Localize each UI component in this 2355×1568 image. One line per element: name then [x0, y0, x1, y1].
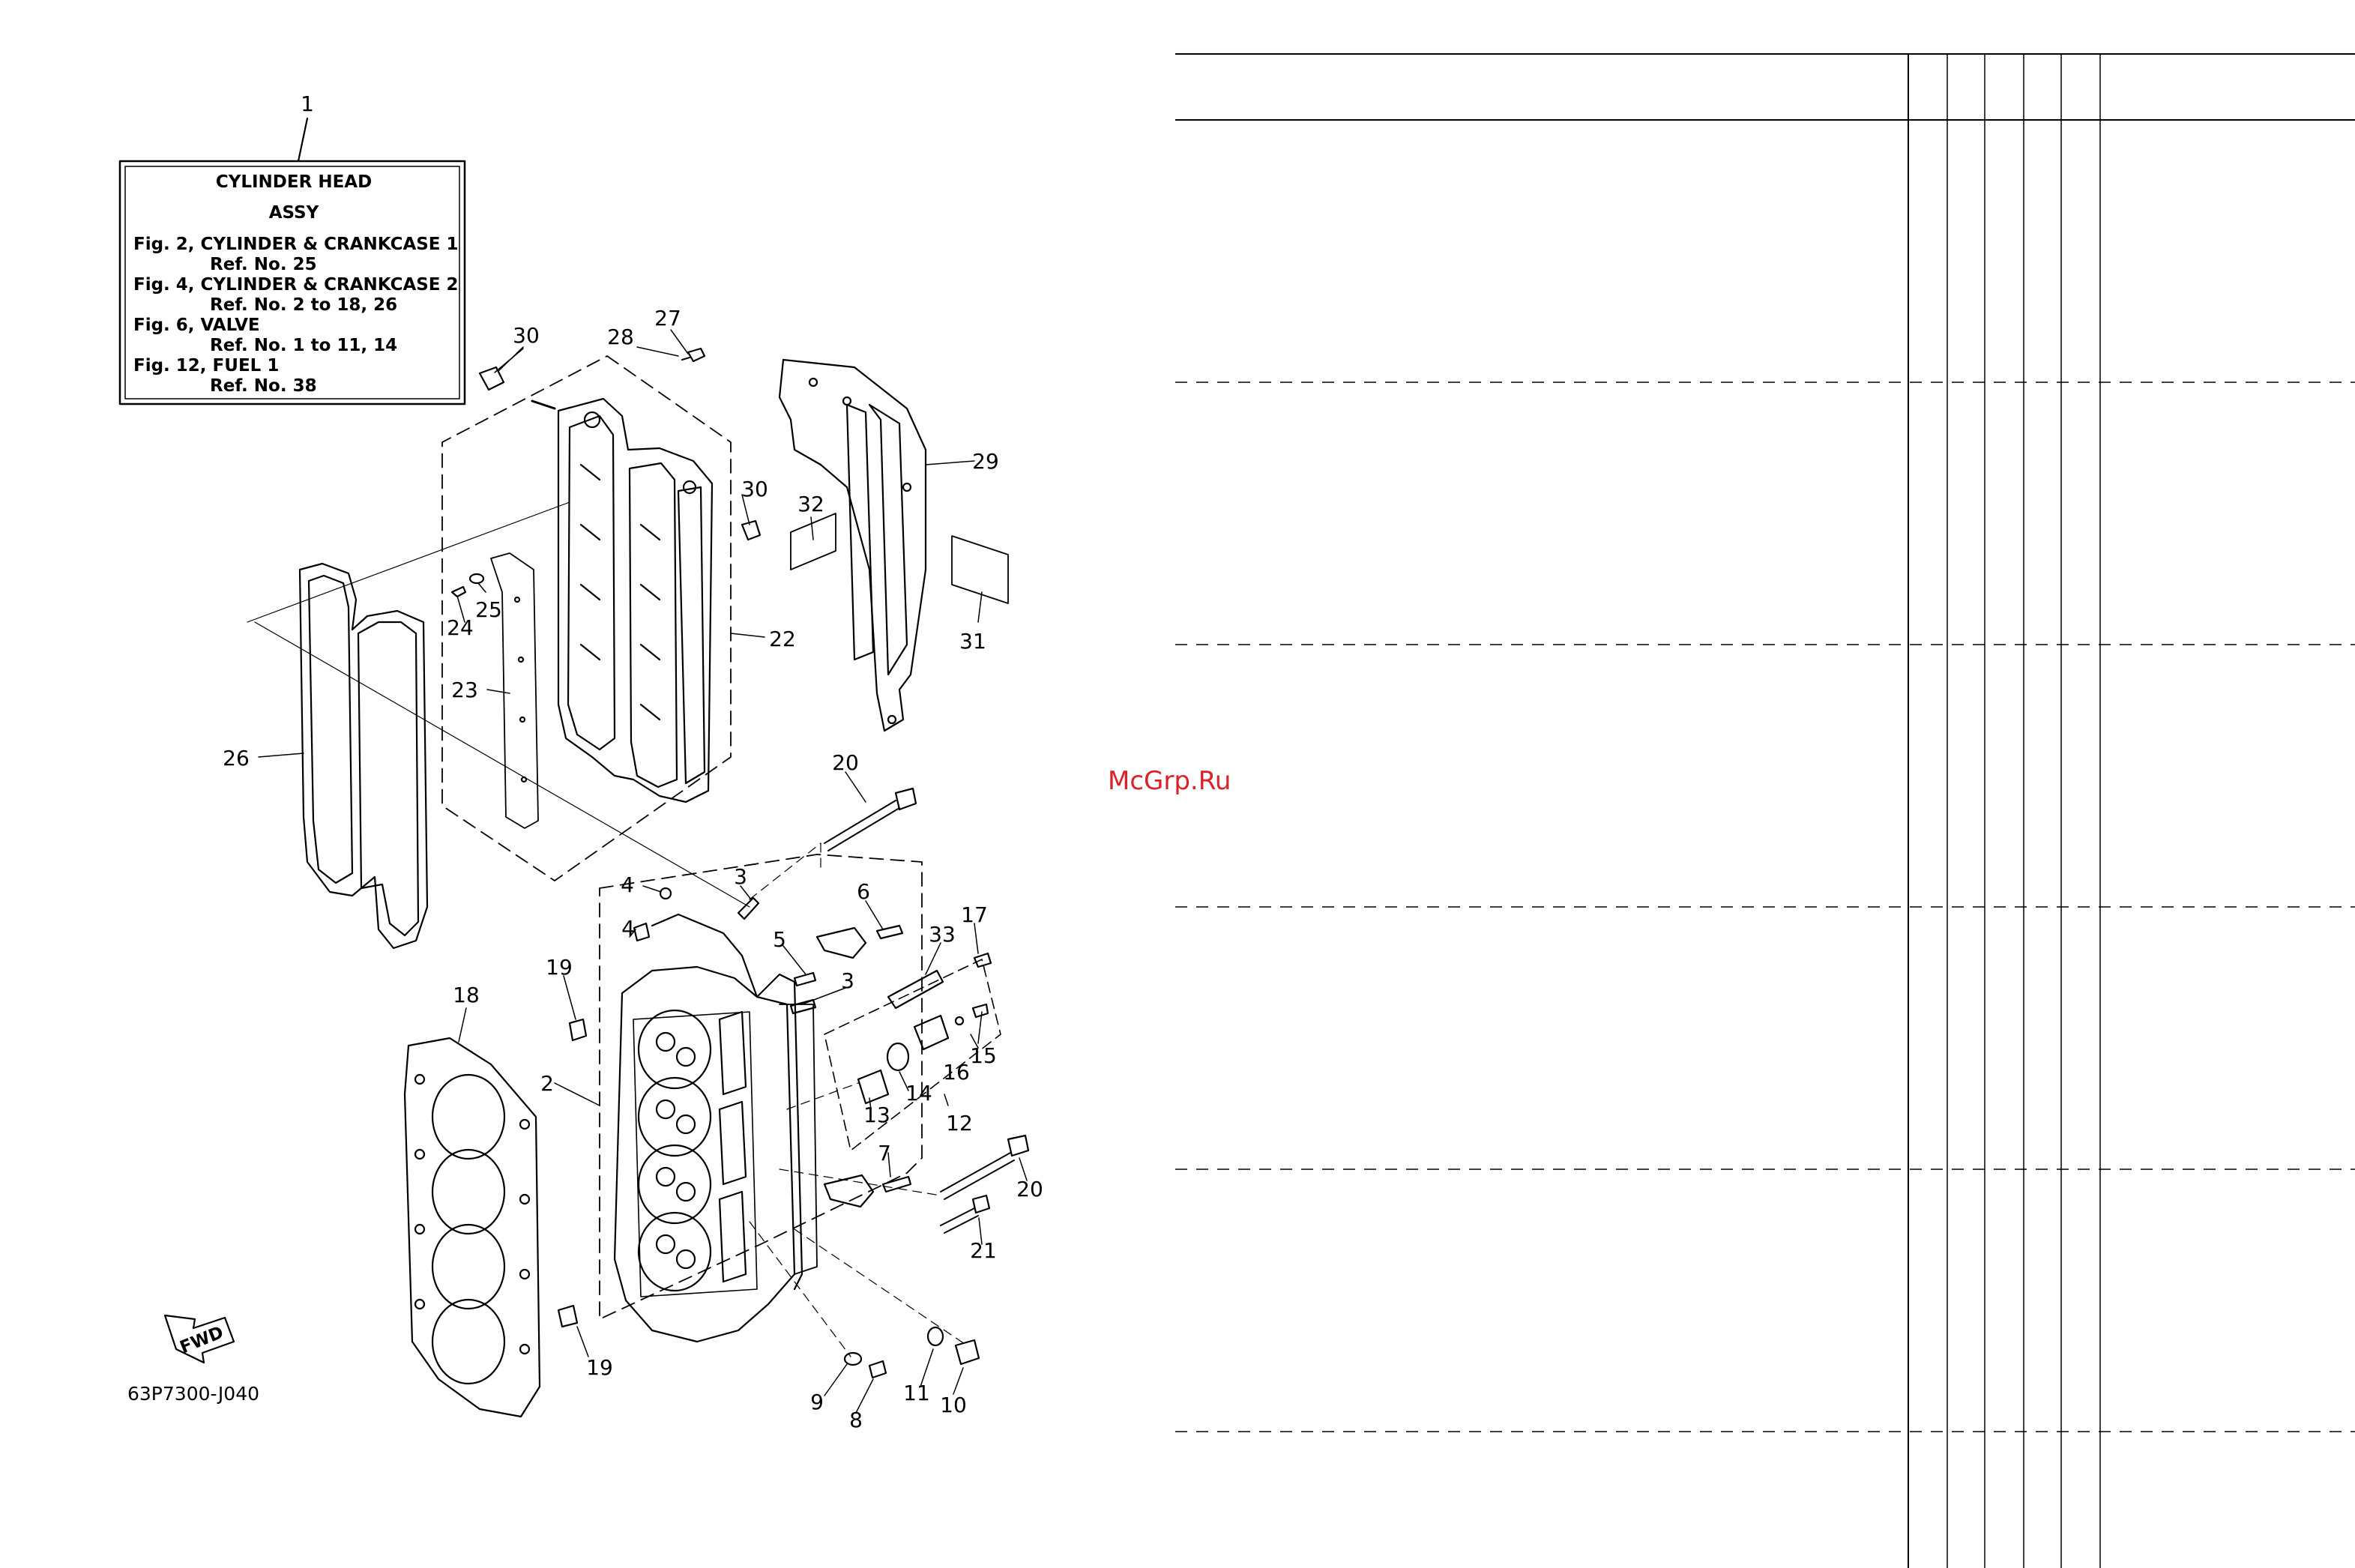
callout-18: 18: [453, 983, 480, 1007]
assy-title: CYLINDER HEAD: [216, 172, 372, 192]
head-group-outline: [599, 854, 923, 1320]
diagram-code: 63P7300-J040: [127, 1383, 259, 1405]
assy-figure-ref: Fig. 12, FUEL 1: [133, 356, 279, 376]
callout-32: 32: [797, 492, 824, 516]
assy-subtitle: ASSY: [269, 203, 319, 223]
callout-14: 14: [905, 1081, 932, 1106]
callout-17: 17: [961, 902, 988, 927]
head-gasket: [403, 1037, 541, 1418]
callout-19: 19: [546, 955, 573, 980]
callout-28: 28: [607, 325, 634, 349]
callout-15: 15: [970, 1043, 997, 1068]
assy-ref-range: Ref. No. 25: [210, 255, 317, 274]
callout-24: 24: [447, 615, 474, 640]
exploded-parts-diagram: 1 CYLINDER HEAD ASSY Fig. 2, CYLINDER & …: [118, 91, 1043, 1432]
callout-6: 6: [857, 879, 870, 904]
head-cover: [557, 397, 714, 803]
callout-23: 23: [451, 678, 478, 702]
fwd-arrow-icon: [163, 1314, 235, 1364]
callout-16: 16: [943, 1060, 970, 1085]
assy-figure-ref: Fig. 4, CYLINDER & CRANKCASE 2: [133, 275, 459, 295]
callout-29: 29: [972, 449, 999, 474]
callout-10: 10: [940, 1393, 967, 1417]
callout-21: 21: [970, 1238, 997, 1263]
callout-25: 25: [475, 597, 502, 622]
callout-19-lower: 19: [586, 1355, 613, 1380]
callout-11: 11: [903, 1381, 930, 1405]
cover-gasket-strip: [490, 552, 539, 829]
callout-22: 22: [769, 627, 796, 651]
assy-box: [118, 117, 466, 405]
callout-3-lower: 3: [841, 968, 854, 993]
callout-33: 33: [929, 922, 956, 947]
assy-figure-ref: Fig. 2, CYLINDER & CRANKCASE 1: [133, 235, 459, 254]
callout-5: 5: [773, 927, 786, 952]
cover-group-outline: [441, 355, 732, 881]
cover-bracket: [778, 358, 927, 732]
callout-13: 13: [863, 1103, 890, 1127]
callout-26: 26: [223, 746, 250, 771]
callout-30: 30: [513, 323, 540, 348]
cylinder-head: [613, 913, 818, 1343]
callout-20-lower: 20: [1016, 1177, 1043, 1201]
assy-ref-range: Ref. No. 1 to 11, 14: [210, 336, 397, 355]
callout-2: 2: [540, 1071, 554, 1096]
callout-27: 27: [654, 306, 681, 331]
callout-3: 3: [734, 864, 747, 889]
callout-4-lower: 4: [621, 916, 635, 941]
sensor-group-outline: [824, 959, 1001, 1151]
parts-list-table: [1175, 53, 2355, 1568]
callout-20: 20: [832, 750, 859, 775]
callout-9: 9: [810, 1390, 824, 1414]
assy-ref-range: Ref. No. 2 to 18, 26: [210, 295, 397, 315]
assy-figure-ref: Fig. 6, VALVE: [133, 316, 260, 335]
assy-ref-number: 1: [301, 91, 314, 116]
callout-7: 7: [878, 1141, 891, 1166]
large-gasket: [298, 562, 429, 950]
callout-30-right: 30: [741, 477, 768, 501]
callout-31: 31: [959, 629, 986, 654]
assy-ref-range: Ref. No. 38: [210, 376, 317, 396]
callout-4: 4: [621, 872, 634, 897]
callout-8: 8: [849, 1408, 863, 1432]
callout-12: 12: [946, 1111, 973, 1136]
watermark: McGrp.Ru: [1108, 766, 1231, 796]
